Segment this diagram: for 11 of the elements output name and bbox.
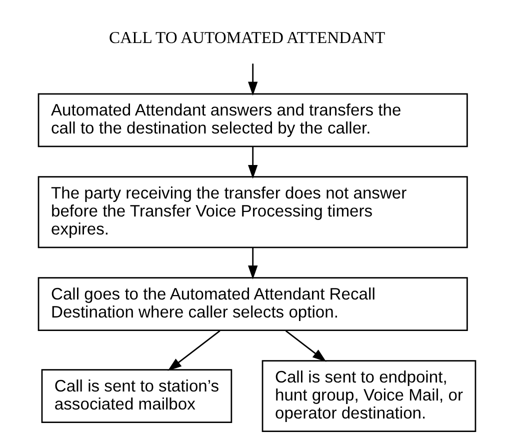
node-box: Call is sent to endpoint, hunt group, Voice Mail, or operator destination. (262, 360, 476, 432)
node-box: Call goes to the Automated Attendant Recall Destination where caller selects option. (38, 277, 468, 332)
arrow (285, 330, 326, 362)
arrow (248, 146, 258, 179)
node-box: Call is sent to station’s associated mailbox (41, 369, 232, 423)
arrow (248, 64, 258, 96)
node-box: The party receiving the transfer does not answer before the Transfer Voice Processing timers expires. (38, 176, 468, 248)
arrow (248, 248, 258, 280)
arrow (168, 330, 220, 371)
node-text: CALL TO AUTOMATED ATTENDANT (109, 28, 386, 47)
node-box: Automated Attendant answers and transfers the call to the destination selected by the caller. (38, 93, 468, 148)
